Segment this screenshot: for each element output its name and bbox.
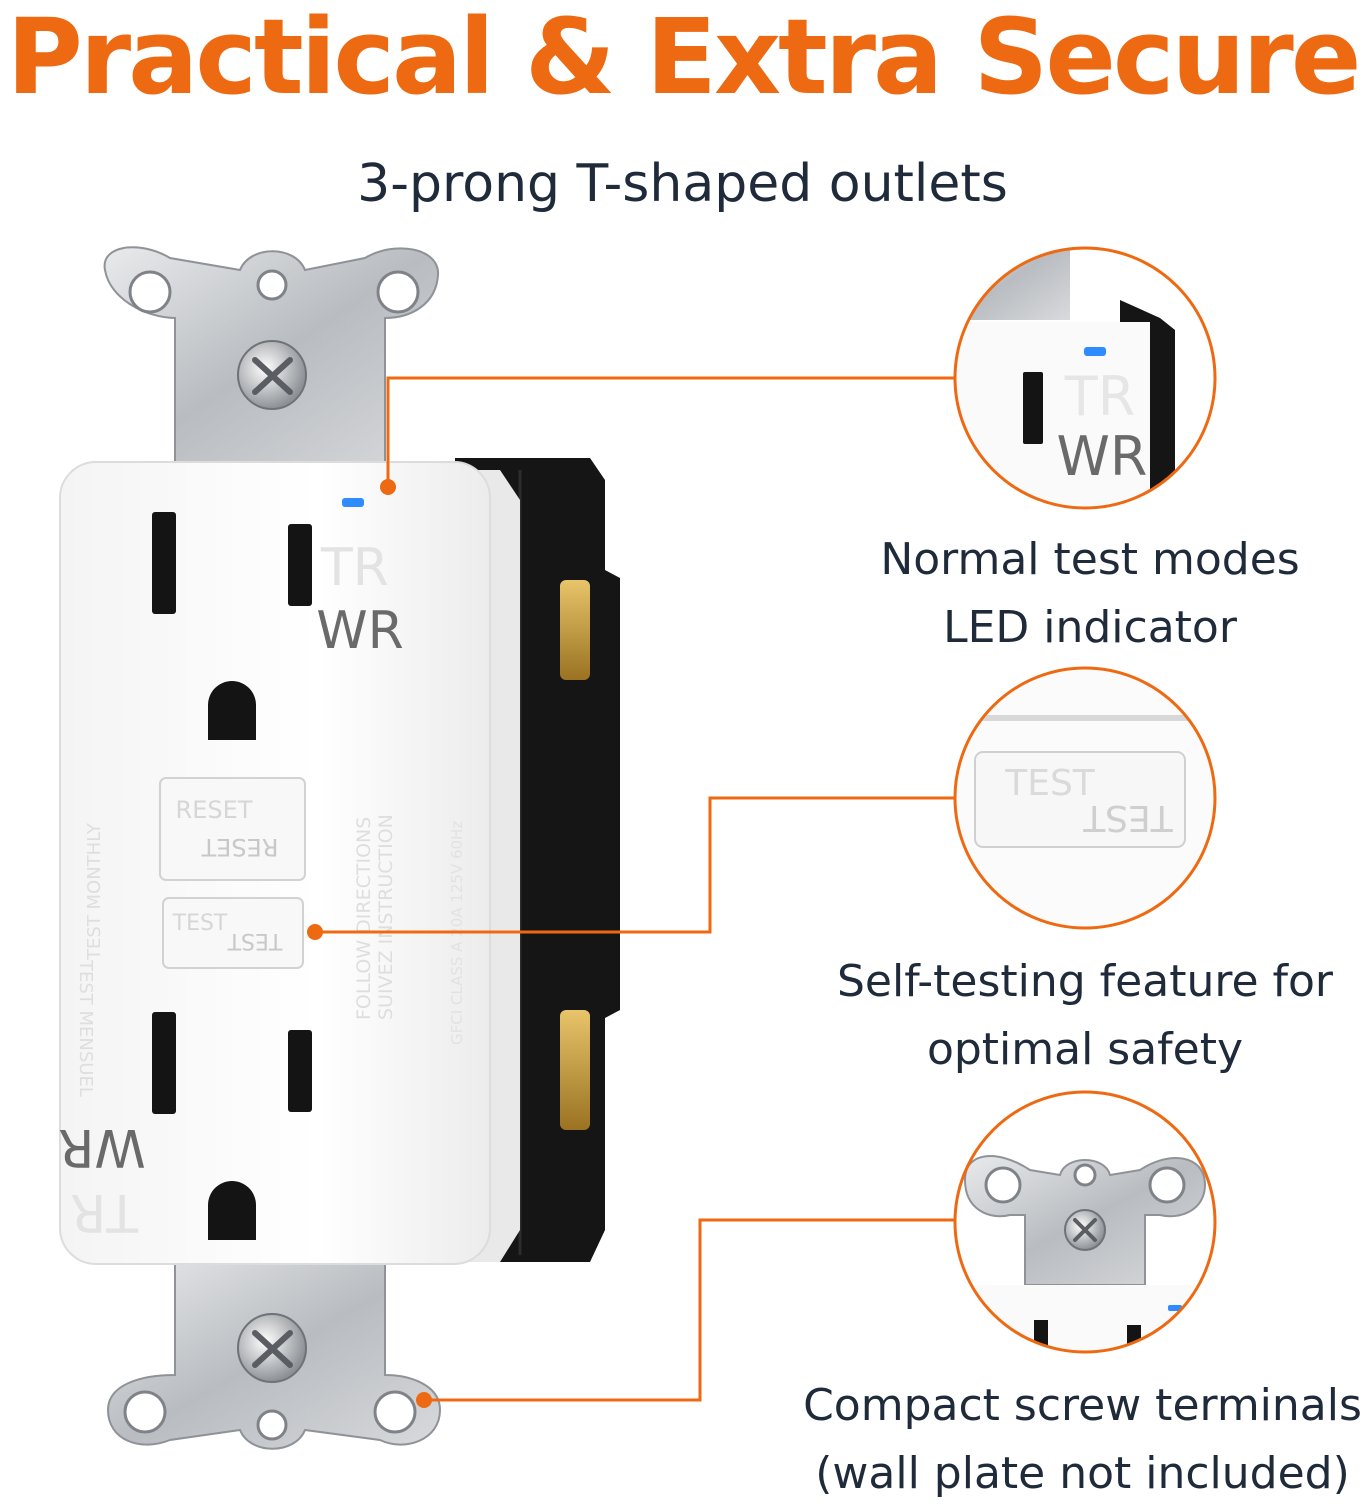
gfci-outlet: TR WR RESET RESET TEST TEST TEST MONTHLY… <box>58 461 520 1265</box>
headline: Practical & Extra Secure <box>6 0 1362 118</box>
callout-dot-terminal <box>416 1392 432 1408</box>
led-indicator-icon <box>342 498 364 507</box>
bottom-mounting-strap <box>106 1259 442 1450</box>
svg-text:RESET: RESET <box>176 796 253 824</box>
callout-dot-led <box>380 479 396 495</box>
svg-text:WR: WR <box>58 1117 146 1177</box>
tr-marking: TR <box>320 538 389 598</box>
feature-caption-led: Normal test modes LED indicator <box>855 526 1325 662</box>
callout-dot-test <box>307 924 323 940</box>
svg-text:TR: TR <box>70 1182 139 1242</box>
feature-caption-line: optimal safety <box>926 1024 1244 1075</box>
feature-caption-terminals: Compact screw terminals (wall plate not … <box>800 1372 1365 1508</box>
feature-caption-line: Normal test modes <box>880 534 1300 585</box>
svg-text:TEST: TEST <box>1082 797 1174 838</box>
svg-text:FOLLOW DIRECTIONS: FOLLOW DIRECTIONS <box>353 817 375 1020</box>
test-button <box>162 897 304 969</box>
reset-button <box>159 777 306 881</box>
feature-caption-self-test: Self-testing feature for optimal safety <box>815 948 1355 1084</box>
svg-text:WR: WR <box>1057 425 1148 488</box>
feature-caption-line: Compact screw terminals <box>803 1380 1362 1431</box>
svg-text:RESET: RESET <box>201 833 278 861</box>
svg-text:TEST MONTHLY: TEST MONTHLY <box>84 822 105 961</box>
screw-terminal-closeup-icon <box>953 1090 1217 1354</box>
feature-caption-line: LED indicator <box>943 602 1237 653</box>
svg-text:TEST: TEST <box>1004 763 1096 804</box>
feature-caption-line: (wall plate not included) <box>815 1448 1350 1499</box>
feature-caption-line: Self-testing feature for <box>836 956 1334 1007</box>
test-button-closeup-icon: TEST TEST <box>953 666 1217 930</box>
svg-text:TR: TR <box>1064 365 1136 428</box>
led-indicator-closeup-icon: TR WR <box>953 246 1217 510</box>
svg-text:SUIVEZ INSTRUCTION: SUIVEZ INSTRUCTION <box>375 814 397 1020</box>
svg-text:TEST: TEST <box>172 911 228 936</box>
callout-lines <box>315 376 955 1402</box>
subheadline: 3-prong T-shaped outlets <box>357 154 1008 214</box>
top-mounting-strap <box>103 246 440 471</box>
svg-text:TEST: TEST <box>227 928 283 953</box>
wr-marking: WR <box>316 601 404 661</box>
svg-text:TEST MENSUEL: TEST MENSUEL <box>75 959 96 1097</box>
